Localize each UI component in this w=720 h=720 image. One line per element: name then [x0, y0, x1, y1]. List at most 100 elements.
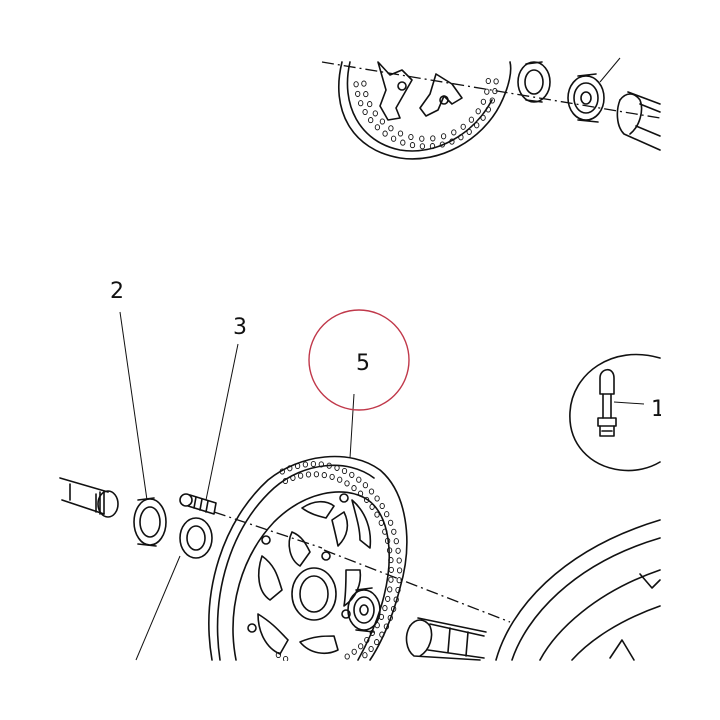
- disc-drill-hole: [485, 106, 491, 113]
- callout-1-leader: [613, 401, 645, 405]
- disc-drill-hole: [384, 511, 390, 518]
- disc-drill-hole: [419, 135, 425, 142]
- spacer-ring: [133, 497, 167, 547]
- washer: [179, 517, 213, 559]
- disc-drill-hole: [480, 114, 486, 121]
- disc-drill-hole: [297, 472, 304, 479]
- disc-drill-hole: [489, 97, 495, 104]
- axle-bolt: [179, 493, 217, 515]
- disc-drill-hole: [386, 547, 393, 554]
- callout-3-label: 3: [233, 315, 247, 340]
- top-bearing: [567, 73, 605, 123]
- disc-drill-hole: [356, 476, 362, 483]
- disc-drill-hole: [355, 90, 361, 97]
- disc-drill-hole: [391, 528, 397, 535]
- disc-drill-hole: [349, 471, 355, 478]
- disc-drill-hole: [388, 576, 394, 583]
- disc-drill-hole: [419, 143, 426, 150]
- front-axle-line: [213, 511, 511, 623]
- disc-drill-hole: [334, 464, 340, 471]
- disc-drill-hole: [361, 80, 367, 87]
- disc-drill-hole: [388, 125, 394, 132]
- disc-drill-hole: [390, 605, 397, 612]
- disc-drill-hole: [294, 462, 301, 470]
- valve-detail-inset: [569, 353, 661, 472]
- disc-drill-hole: [351, 648, 357, 655]
- disc-drill-hole: [305, 471, 312, 478]
- disc-drill-hole: [353, 81, 359, 88]
- front-axle: [59, 477, 119, 518]
- disc-drill-hole: [396, 567, 403, 574]
- disc-drill-hole: [358, 100, 364, 107]
- disc-drill-hole: [395, 586, 401, 594]
- disc-drill-hole: [439, 141, 446, 148]
- disc-drill-hole: [290, 474, 296, 481]
- disc-drill-hole: [379, 631, 385, 638]
- disc-drill-hole: [474, 122, 480, 129]
- front-bearing: [347, 587, 381, 633]
- right-crop-mask: [661, 0, 720, 720]
- disc-drill-hole: [279, 468, 285, 475]
- disc-drill-hole: [387, 614, 393, 621]
- disc-drill-hole: [383, 623, 390, 630]
- disc-drill-hole: [440, 133, 447, 140]
- disc-drill-hole: [367, 101, 373, 108]
- disc-drill-hole: [393, 538, 399, 545]
- disc-drill-hole: [485, 77, 491, 85]
- disc-drill-hole: [493, 78, 499, 85]
- wheel-rim: [495, 519, 661, 661]
- disc-drill-hole: [313, 471, 320, 478]
- disc-drill-hole: [275, 651, 282, 659]
- front-brake-disc: [208, 455, 408, 663]
- disc-drill-hole: [382, 528, 388, 535]
- top-brake-disc: [337, 61, 512, 160]
- disc-drill-hole: [326, 462, 332, 469]
- disc-drill-hole: [358, 643, 364, 650]
- disc-drill-hole: [475, 108, 481, 115]
- disc-drill-hole: [374, 639, 380, 646]
- disc-drill-hole: [374, 511, 380, 518]
- disc-drill-hole: [302, 461, 309, 468]
- top-disc-holes: [353, 77, 499, 150]
- disc-drill-hole: [396, 557, 402, 564]
- wheel-spacer-sleeve: [405, 617, 487, 661]
- disc-drill-hole: [429, 143, 436, 150]
- disc-drill-hole: [321, 472, 327, 479]
- top-axle-sleeve: [616, 91, 661, 151]
- disc-drill-hole: [458, 134, 464, 141]
- disc-drill-hole: [368, 117, 374, 124]
- disc-drill-hole: [484, 88, 490, 95]
- disc-drill-hole: [344, 480, 350, 487]
- disc-drill-hole: [430, 135, 436, 142]
- disc-drill-hole: [357, 490, 364, 497]
- disc-drill-hole: [385, 595, 391, 602]
- callout-2-label: 2: [110, 279, 124, 304]
- disc-drill-hole: [362, 482, 369, 489]
- disc-drill-hole: [480, 98, 487, 105]
- disc-drill-hole: [369, 503, 375, 510]
- disc-drill-hole: [369, 629, 375, 636]
- disc-drill-hole: [341, 467, 348, 475]
- disc-drill-hole: [387, 586, 393, 593]
- disc-drill-hole: [382, 130, 388, 137]
- disc-drill-hole: [409, 142, 416, 149]
- disc-drill-hole: [379, 502, 385, 510]
- washer-leader: [135, 555, 181, 661]
- disc-drill-hole: [374, 124, 381, 131]
- top-axle-line: [321, 61, 661, 119]
- callout-2-leader: [119, 311, 148, 501]
- callout-5-leader: [349, 393, 355, 459]
- disc-drill-hole: [374, 495, 380, 502]
- callout-3-leader: [205, 343, 239, 501]
- disc-drill-hole: [382, 605, 388, 612]
- callout-5-label: 5: [356, 351, 370, 376]
- disc-drill-hole: [378, 519, 384, 526]
- disc-drill-hole: [395, 547, 401, 554]
- disc-drill-hole: [400, 139, 406, 146]
- disc-drill-hole: [329, 473, 335, 480]
- disc-drill-hole: [337, 476, 343, 483]
- disc-drill-hole: [282, 477, 289, 485]
- disc-drill-hole: [282, 655, 289, 663]
